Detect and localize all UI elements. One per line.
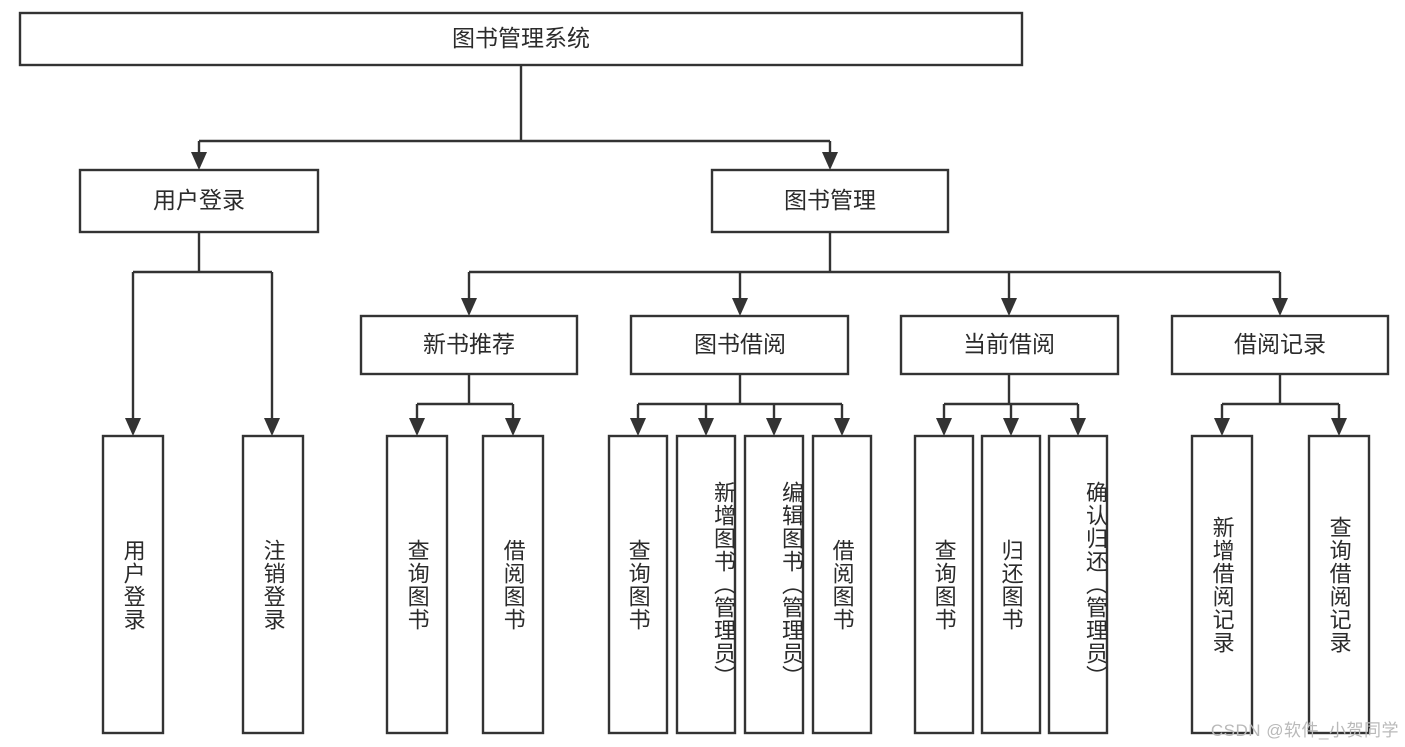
- arrow-leaf-borrow-book-2: [834, 418, 850, 436]
- arrow-leaf-edit-book: [766, 418, 782, 436]
- arrow-leaf-confirm-return: [1070, 418, 1086, 436]
- arrow-book-management: [822, 152, 838, 170]
- node-book-borrow-label: 图书借阅: [694, 331, 786, 357]
- node-leaf-borrow-book-2-box[interactable]: [811, 434, 873, 735]
- node-leaf-confirm-return-box[interactable]: [1047, 434, 1109, 735]
- node-leaf-borrow-book-1-box[interactable]: [481, 434, 545, 735]
- node-leaf-return-book-box[interactable]: [980, 434, 1042, 735]
- arrow-leaf-query-book-1: [409, 418, 425, 436]
- node-borrow-record-box[interactable]: [1170, 314, 1390, 376]
- arrow-leaf-add-borrow-record: [1214, 418, 1230, 436]
- arrow-borrow-record: [1272, 298, 1288, 316]
- node-leaf-query-book-1-box[interactable]: [385, 434, 449, 735]
- node-new-book-recommend-label: 新书推荐: [423, 331, 515, 357]
- edges-layer: [125, 65, 1347, 436]
- node-new-book-recommend-box[interactable]: [359, 314, 579, 376]
- node-leaf-add-borrow-record-box[interactable]: [1190, 434, 1254, 735]
- arrow-leaf-logout-login: [264, 418, 280, 436]
- arrow-current-borrow: [1001, 298, 1017, 316]
- node-current-borrow-box[interactable]: [899, 314, 1120, 376]
- node-user-login-label: 用户登录: [153, 187, 245, 213]
- nodes-layer: 图书管理系统 用户登录 图书管理 新书推荐 图书借阅 当前借阅 借阅记录: [18, 11, 1390, 735]
- arrow-leaf-user-login: [125, 418, 141, 436]
- arrow-leaf-add-book: [698, 418, 714, 436]
- node-book-borrow-box[interactable]: [629, 314, 850, 376]
- node-book-management-box[interactable]: [710, 168, 950, 234]
- node-leaf-add-book-box[interactable]: [675, 434, 737, 735]
- node-user-login-box[interactable]: [78, 168, 320, 234]
- node-leaf-query-book-2-box[interactable]: [607, 434, 669, 735]
- arrow-user-login: [191, 152, 207, 170]
- node-book-management-label: 图书管理: [784, 187, 876, 213]
- node-leaf-logout-login-box[interactable]: [241, 434, 305, 735]
- node-root-box[interactable]: [18, 11, 1024, 67]
- node-leaf-user-login-box[interactable]: [101, 434, 165, 735]
- arrow-leaf-query-borrow-record: [1331, 418, 1347, 436]
- arrow-leaf-borrow-book-1: [505, 418, 521, 436]
- arrow-new-book-recommend: [461, 298, 477, 316]
- node-leaf-query-book-3-box[interactable]: [913, 434, 975, 735]
- node-leaf-query-borrow-record-box[interactable]: [1307, 434, 1371, 735]
- arrow-book-borrow: [732, 298, 748, 316]
- watermark-text: CSDN @软件_小贺同学: [1210, 721, 1399, 740]
- arrow-leaf-query-book-2: [630, 418, 646, 436]
- node-leaf-edit-book-box[interactable]: [743, 434, 805, 735]
- arrow-leaf-return-book: [1003, 418, 1019, 436]
- arrow-leaf-query-book-3: [936, 418, 952, 436]
- node-root-label: 图书管理系统: [452, 25, 590, 51]
- node-current-borrow-label: 当前借阅: [963, 331, 1055, 357]
- node-borrow-record-label: 借阅记录: [1234, 331, 1326, 357]
